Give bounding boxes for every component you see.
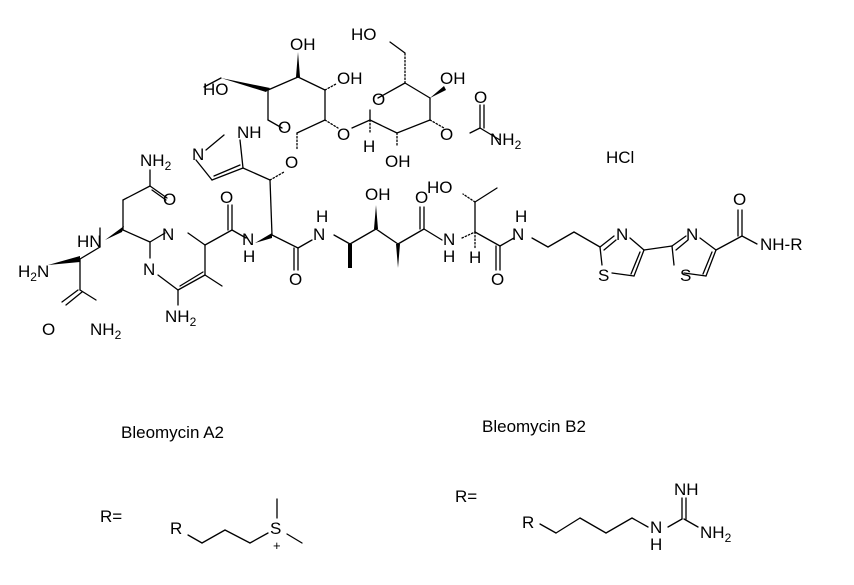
svg-text:O: O	[285, 153, 298, 172]
svg-text:O: O	[42, 320, 55, 339]
svg-text:H: H	[363, 137, 375, 156]
svg-text:N: N	[313, 225, 325, 244]
svg-text:N: N	[686, 225, 698, 244]
svg-text:OH: OH	[290, 35, 316, 54]
caption-bleomycin-b2: Bleomycin B2	[482, 417, 586, 436]
svg-text:HO: HO	[427, 178, 453, 197]
svg-text:H: H	[316, 207, 328, 226]
svg-text:OH: OH	[385, 152, 411, 171]
svg-text:O: O	[163, 190, 176, 209]
svg-text:NH: NH	[237, 123, 262, 142]
peptide-backbone	[48, 169, 601, 306]
r-group-b2-chain	[539, 497, 699, 534]
r-a2-sulfonium: S	[270, 519, 281, 538]
svg-text:N: N	[162, 225, 174, 244]
svg-text:O: O	[372, 90, 385, 109]
r-b2-amine: NH2	[700, 523, 732, 545]
svg-text:O: O	[289, 270, 302, 289]
sugar-ring-1	[203, 52, 339, 151]
r-b2-imine: NH	[674, 480, 699, 499]
r-b2-start: R	[522, 513, 534, 532]
imidazole-ring	[195, 134, 285, 236]
svg-text:S: S	[598, 266, 609, 285]
svg-text:O: O	[220, 188, 233, 207]
svg-text:NH2: NH2	[140, 151, 172, 173]
svg-text:OH: OH	[337, 69, 363, 88]
atom-labels: HO OH HO OH OH O O O O O NH2 H OH NH N O…	[18, 25, 746, 342]
svg-text:N: N	[443, 230, 455, 249]
r-group-a2-chain	[187, 498, 303, 544]
svg-text:HN: HN	[77, 232, 102, 251]
caption-bleomycin-a2: Bleomycin A2	[121, 423, 224, 442]
svg-text:N: N	[616, 225, 628, 244]
svg-text:HO: HO	[203, 80, 229, 99]
svg-text:H2N: H2N	[18, 262, 49, 284]
r-a2-start: R	[170, 519, 182, 538]
svg-text:NH2: NH2	[90, 320, 122, 342]
svg-text:O: O	[440, 125, 453, 144]
sugar-ring-2	[351, 41, 501, 146]
svg-text:N: N	[242, 230, 254, 249]
r-b2-h: H	[650, 535, 662, 554]
svg-text:N: N	[143, 260, 155, 279]
svg-text:H: H	[469, 248, 481, 267]
svg-text:H: H	[443, 247, 455, 266]
svg-text:OH: OH	[365, 185, 391, 204]
r-prefix-b2: R=	[455, 487, 477, 506]
svg-text:N: N	[192, 145, 204, 164]
svg-text:H: H	[243, 247, 255, 266]
bithiazole	[599, 209, 758, 277]
r-a2-charge: +	[273, 538, 281, 553]
svg-text:O: O	[491, 270, 504, 289]
salt-label: HCl	[606, 148, 634, 167]
svg-text:NH2: NH2	[165, 307, 197, 329]
r-prefix-a2: R=	[100, 507, 122, 526]
svg-text:O: O	[415, 188, 428, 207]
terminal-amide-label: NH-R	[760, 235, 803, 254]
svg-text:HO: HO	[351, 25, 377, 44]
svg-text:O: O	[733, 190, 746, 209]
r-b2-n: N	[650, 518, 662, 537]
svg-text:O: O	[278, 118, 291, 137]
svg-text:N: N	[512, 225, 524, 244]
svg-text:OH: OH	[440, 69, 466, 88]
svg-text:H: H	[515, 207, 527, 226]
svg-text:O: O	[337, 125, 350, 144]
svg-text:NH2: NH2	[490, 130, 522, 152]
svg-text:S: S	[680, 266, 691, 285]
svg-text:O: O	[474, 88, 487, 107]
